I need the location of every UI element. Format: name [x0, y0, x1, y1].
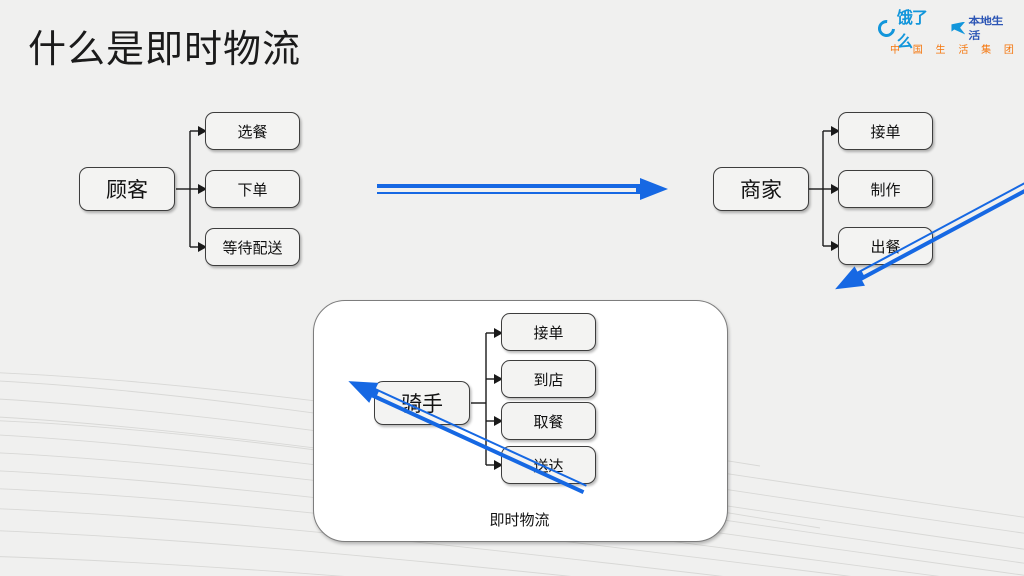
node-rider-step-4[interactable]: 送达 [501, 446, 596, 484]
node-label: 接单 [870, 123, 901, 141]
node-label: 到店 [533, 371, 564, 389]
node-label: 制作 [870, 181, 901, 199]
node-merchant-step-3[interactable]: 出餐 [838, 227, 933, 265]
eleme-e-icon [874, 16, 899, 40]
node-customer-label: 顾客 [106, 179, 148, 202]
brand-name: 饿了么 [896, 10, 928, 51]
arrow-customer-to-merchant [377, 178, 668, 200]
arrow-merchant-to-rider [835, 148, 1024, 290]
node-merchant[interactable]: 商家 [713, 167, 809, 211]
node-rider-label: 骑手 [401, 393, 443, 416]
node-label: 送达 [533, 457, 564, 475]
logo-row-primary: 饿了么 本地生活 [874, 10, 1014, 51]
node-rider-step-3[interactable]: 取餐 [501, 402, 596, 440]
node-rider-step-1[interactable]: 接单 [501, 313, 596, 351]
page-title: 什么是即时物流 [28, 29, 302, 71]
node-label: 接单 [533, 324, 564, 342]
node-customer-step-3[interactable]: 等待配送 [205, 228, 300, 266]
node-merchant-label: 商家 [740, 179, 782, 202]
rider-group-label: 即时物流 [489, 512, 550, 529]
node-label: 出餐 [870, 238, 901, 256]
node-merchant-step-2[interactable]: 制作 [838, 170, 933, 208]
node-label: 取餐 [533, 413, 564, 431]
node-customer[interactable]: 顾客 [79, 167, 175, 211]
node-customer-step-2[interactable]: 下单 [205, 170, 300, 208]
node-label: 选餐 [237, 123, 268, 141]
node-rider-step-2[interactable]: 到店 [501, 360, 596, 398]
node-customer-step-1[interactable]: 选餐 [205, 112, 300, 150]
node-label: 下单 [237, 181, 268, 199]
node-merchant-step-1[interactable]: 接单 [838, 112, 933, 150]
alibaba-bird-icon [951, 21, 966, 35]
brand-logo-cluster: 饿了么 本地生活 中 国 生 活 集 团 [874, 10, 1014, 60]
node-rider[interactable]: 骑手 [374, 381, 470, 425]
logo-subtitle: 中 国 生 活 集 团 [890, 45, 1019, 56]
node-label: 等待配送 [222, 239, 283, 257]
partner-name: 本地生活 [968, 15, 1003, 42]
